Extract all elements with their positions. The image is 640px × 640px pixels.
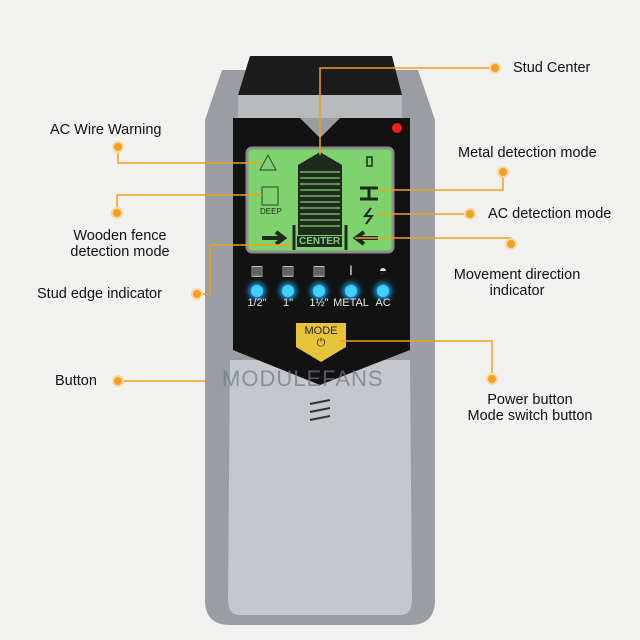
callout-text: Power button <box>487 392 573 408</box>
callout-stud-edge: Stud edge indicator <box>37 286 162 302</box>
device-lower-body <box>228 360 412 615</box>
metal-beam-icon <box>360 186 378 201</box>
watermark: MODULEFANS <box>222 366 384 391</box>
lightning-icon <box>363 207 374 225</box>
one-inch-icon: ▥ <box>281 262 295 278</box>
led-label: 1½" <box>309 297 329 309</box>
lcd-center-label: CENTER <box>297 236 343 247</box>
ac-warning-icon <box>259 153 277 171</box>
callout-wooden-fence: Wooden fence detection mode <box>60 228 180 260</box>
callout-button: Button <box>55 373 97 389</box>
stud-bar-graph <box>298 152 342 235</box>
ac-wave-icon: ◓ <box>378 262 388 278</box>
battery-icon <box>366 156 373 167</box>
metal-icon: I <box>349 262 353 278</box>
callout-ac-mode: AC detection mode <box>488 206 612 222</box>
callout-movement: Movement direction indicator <box>442 267 592 299</box>
callout-stud-center: Stud Center <box>513 60 591 76</box>
callout-ac-wire-warning: AC Wire Warning <box>50 122 162 138</box>
led-label: 1" <box>282 297 294 309</box>
callout-text: detection mode <box>70 244 170 260</box>
lcd-deep-label: DEEP <box>260 207 282 216</box>
arrow-right-icon <box>262 230 288 246</box>
led-ac <box>377 285 389 297</box>
callout-text: Movement direction <box>453 267 581 283</box>
led-half-inch <box>251 285 263 297</box>
led-one-half-inch <box>313 285 325 297</box>
power-icon: ⏻ <box>316 337 326 349</box>
mode-button-shape <box>296 323 346 362</box>
led-label: AC <box>375 297 391 309</box>
half-inch-icon: ▥ <box>250 262 264 278</box>
mode-button-label: MODE <box>304 325 338 337</box>
callout-dots <box>111 62 517 387</box>
led-metal <box>345 285 357 297</box>
led-label: METAL <box>333 297 369 309</box>
led-label: 1/2" <box>247 297 267 309</box>
led-one-inch <box>282 285 294 297</box>
wood-block-icon <box>261 186 279 206</box>
callout-text: indicator <box>489 283 545 299</box>
power-indicator-led <box>392 123 402 133</box>
callout-text: Mode switch button <box>467 408 593 424</box>
callout-metal-mode: Metal detection mode <box>458 145 597 161</box>
callout-text: Wooden fence <box>73 228 167 244</box>
speaker-grill-icon <box>309 399 331 421</box>
mode-button[interactable]: MODE ⏻ <box>296 325 346 350</box>
callout-power: Power button Mode switch button <box>465 392 595 424</box>
one-half-inch-icon: ▥ <box>312 262 326 278</box>
